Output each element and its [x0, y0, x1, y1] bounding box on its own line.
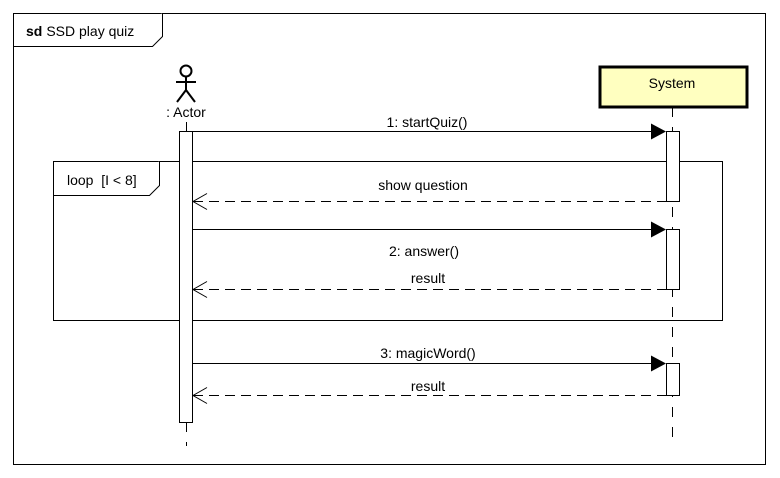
loop-label: loop [I < 8] — [67, 172, 137, 188]
loop-fragment-tab — [53, 161, 160, 196]
message-show-question-return — [191, 193, 666, 210]
message-label: 3: magicWord() — [380, 345, 475, 361]
message-label: result — [411, 378, 445, 394]
message-label: show question — [378, 177, 468, 193]
message-result-return — [191, 281, 666, 298]
message-label: 2: answer() — [389, 243, 459, 259]
message-start-quiz — [193, 123, 666, 140]
system-label: System — [649, 75, 696, 91]
diagram-frame — [13, 13, 766, 465]
loop-fragment — [53, 161, 723, 321]
system-box — [598, 65, 749, 109]
actor-label: : Actor — [166, 104, 206, 120]
actor-icon — [176, 64, 196, 103]
system-activation-bar — [666, 131, 680, 202]
diagram-frame-tab — [13, 13, 163, 47]
message-label: result — [411, 270, 445, 286]
actor-activation-bar — [179, 131, 193, 423]
system-activation-bar — [666, 363, 680, 396]
message-answer — [193, 221, 666, 238]
message-result-return — [191, 387, 666, 404]
message-label: 1: startQuiz() — [387, 114, 468, 130]
message-magic-word — [193, 355, 666, 372]
system-activation-bar — [666, 229, 680, 290]
